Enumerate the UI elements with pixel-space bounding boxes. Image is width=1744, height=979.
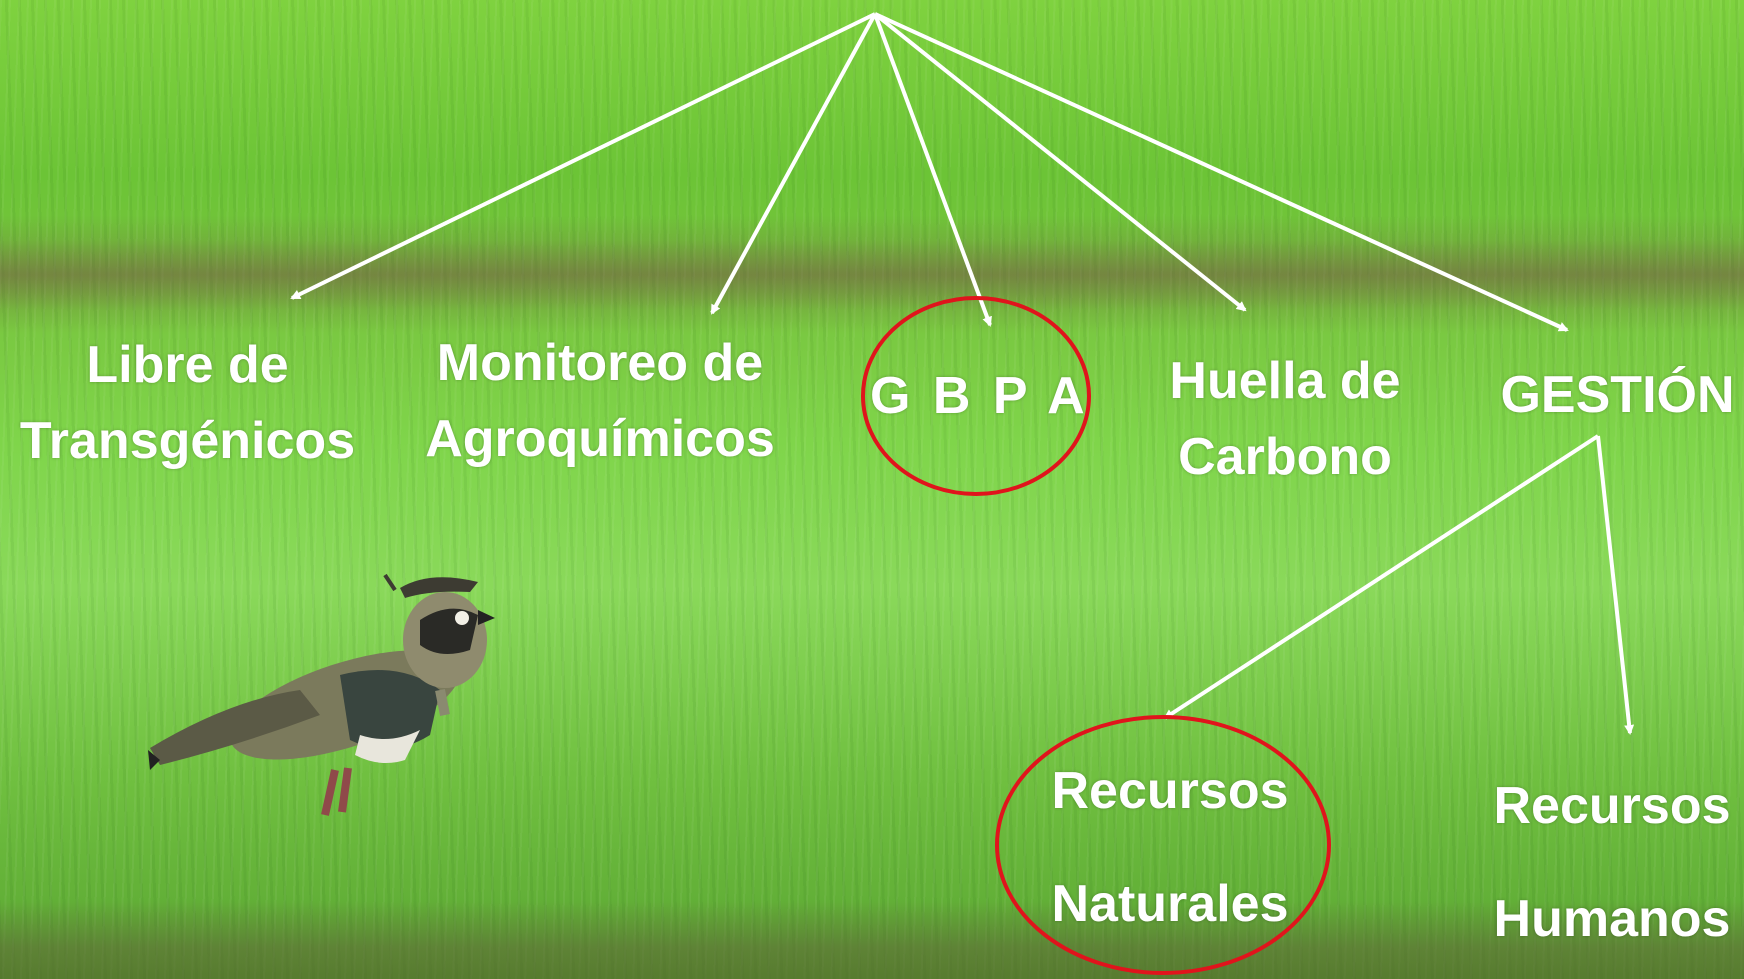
- arrow-to-monitoreo: [710, 13, 877, 315]
- arrow-to-recursos-humanos: [1596, 435, 1635, 735]
- node-recursos-naturales-line1: Recursos: [1051, 762, 1289, 820]
- root-arrows: [290, 12, 1635, 735]
- node-libre-line1: Libre de: [86, 336, 289, 394]
- node-gbpa-text: G B P A: [870, 367, 1089, 425]
- recursos-naturales-highlight-circle: [995, 715, 1331, 975]
- node-monitoreo-de-agroquimicos: Monitoreo de Agroquímicos: [405, 325, 795, 477]
- arrow-to-libre: [290, 12, 876, 300]
- node-huella-de-carbono: Huella de Carbono: [1140, 343, 1430, 495]
- node-gestion: GESTIÓN: [1495, 357, 1740, 433]
- node-huella-line2: Carbono: [1178, 428, 1392, 486]
- arrow-to-gbpa: [873, 13, 992, 327]
- node-gbpa: G B P A: [870, 358, 1089, 434]
- node-gestion-text: GESTIÓN: [1500, 366, 1735, 424]
- node-recursos-naturales: Recursos Naturales: [1025, 735, 1315, 961]
- gbpa-highlight-circle: [861, 296, 1091, 496]
- arrow-to-huella: [873, 12, 1247, 312]
- arrow-to-recursos-naturales: [1163, 434, 1600, 720]
- node-recursos-humanos-line2: Humanos: [1493, 890, 1731, 948]
- lapwing-bird-illustration: [148, 573, 495, 816]
- node-recursos-humanos: Recursos Humanos: [1480, 750, 1744, 976]
- node-libre-line2: Transgénicos: [19, 412, 356, 470]
- node-monitoreo-line2: Agroquímicos: [425, 410, 775, 468]
- node-recursos-naturales-line2: Naturales: [1051, 875, 1289, 933]
- node-recursos-humanos-line1: Recursos: [1493, 777, 1731, 835]
- soil-band-bottom: [0, 900, 1744, 979]
- node-monitoreo-line1: Monitoreo de: [436, 334, 764, 392]
- node-huella-line1: Huella de: [1169, 352, 1401, 410]
- arrow-to-gestion: [874, 12, 1569, 332]
- node-libre-de-transgenicos: Libre de Transgénicos: [10, 327, 365, 479]
